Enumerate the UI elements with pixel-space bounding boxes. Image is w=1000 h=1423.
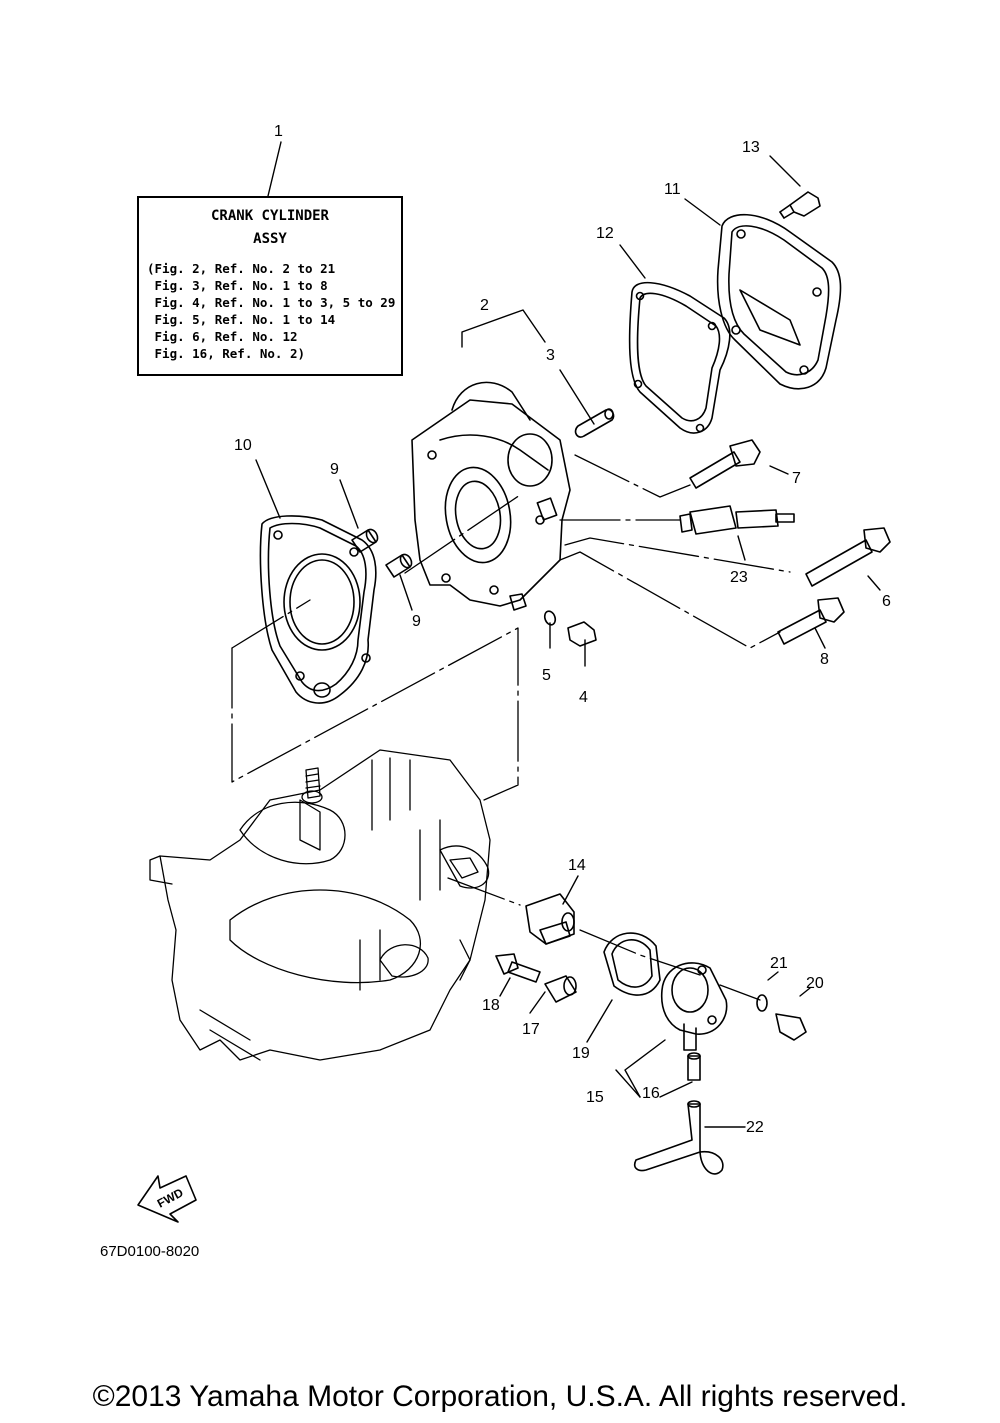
- crank-cylinder-info-box: CRANK CYLINDER ASSY (Fig. 2, Ref. No. 2 …: [137, 196, 403, 376]
- callout-4: 4: [579, 689, 588, 706]
- part-16-nipple: [687, 1052, 701, 1081]
- part-2-cylinder-head: [411, 381, 571, 611]
- callout-19: 19: [572, 1045, 590, 1062]
- callout-18: 18: [482, 997, 500, 1014]
- callout-9-upper: 9: [330, 461, 339, 478]
- info-box-line: (Fig. 2, Ref. No. 2 to 21: [147, 261, 336, 276]
- part-23-spark-plug: [679, 505, 795, 535]
- callout-5: 5: [542, 667, 551, 684]
- part-20-bolt: [775, 1013, 807, 1041]
- callout-8: 8: [820, 651, 829, 668]
- part-14-thermostat: [525, 893, 575, 945]
- callout-23: 23: [730, 569, 748, 586]
- info-box-line: Fig. 5, Ref. No. 1 to 14: [147, 312, 336, 327]
- info-box-line: Fig. 16, Ref. No. 2): [147, 346, 306, 361]
- part-8-bolt: [777, 597, 845, 645]
- callout-6: 6: [882, 593, 891, 610]
- callout-22: 22: [746, 1119, 764, 1136]
- part-22-hose: [633, 1100, 724, 1175]
- part-9-dowels: [351, 528, 413, 578]
- callout-15: 15: [586, 1089, 604, 1106]
- callout-11: 11: [664, 181, 681, 198]
- callout-1: 1: [274, 123, 283, 140]
- info-box-line: Fig. 4, Ref. No. 1 to 3, 5 to 29: [147, 295, 396, 310]
- callout-21: 21: [770, 955, 788, 972]
- part-13-bolt: [779, 191, 821, 219]
- callout-14: 14: [568, 857, 586, 874]
- part-12-gasket: [628, 281, 731, 434]
- diagram-code: 67D0100-8020: [100, 1243, 200, 1260]
- part-10-head-gasket: [259, 515, 377, 704]
- part-18-bolt: [495, 953, 541, 983]
- callout-13: 13: [742, 139, 760, 156]
- fwd-arrow-icon: FWD: [137, 1175, 197, 1223]
- part-17-collar: [544, 975, 577, 1003]
- part-4-5-bolt-washer: [543, 610, 597, 647]
- part-11-head-cover: [716, 213, 842, 390]
- callout-9-lower: 9: [412, 613, 421, 630]
- part-15-thermostat-cover: [660, 962, 728, 1051]
- info-box-title-line2: ASSY: [253, 231, 287, 247]
- callout-7: 7: [792, 470, 801, 487]
- callout-12: 12: [596, 225, 614, 242]
- part-21-washer: [756, 994, 768, 1012]
- info-box-line: Fig. 6, Ref. No. 12: [147, 329, 298, 344]
- callout-10: 10: [234, 437, 252, 454]
- part-3-dowel-pin: [574, 408, 615, 438]
- part-19-gasket: [603, 932, 661, 996]
- part-7-bolt: [689, 439, 761, 489]
- copyright-notice: ©2013 Yamaha Motor Corporation, U.S.A. A…: [92, 1380, 908, 1413]
- info-box-line: Fig. 3, Ref. No. 1 to 8: [147, 278, 328, 293]
- callout-16: 16: [642, 1085, 660, 1102]
- callout-3: 3: [546, 347, 555, 364]
- alignment-lines: [231, 454, 791, 1001]
- callout-20: 20: [806, 975, 824, 992]
- part-6-bolt: [805, 527, 891, 587]
- leader-lines: [255, 141, 881, 1128]
- crankcase-block: [149, 749, 491, 1061]
- info-box-title-line1: CRANK CYLINDER: [210, 208, 329, 224]
- fwd-label: FWD: [155, 1185, 186, 1210]
- callout-2: 2: [480, 297, 489, 314]
- callout-17: 17: [522, 1021, 540, 1038]
